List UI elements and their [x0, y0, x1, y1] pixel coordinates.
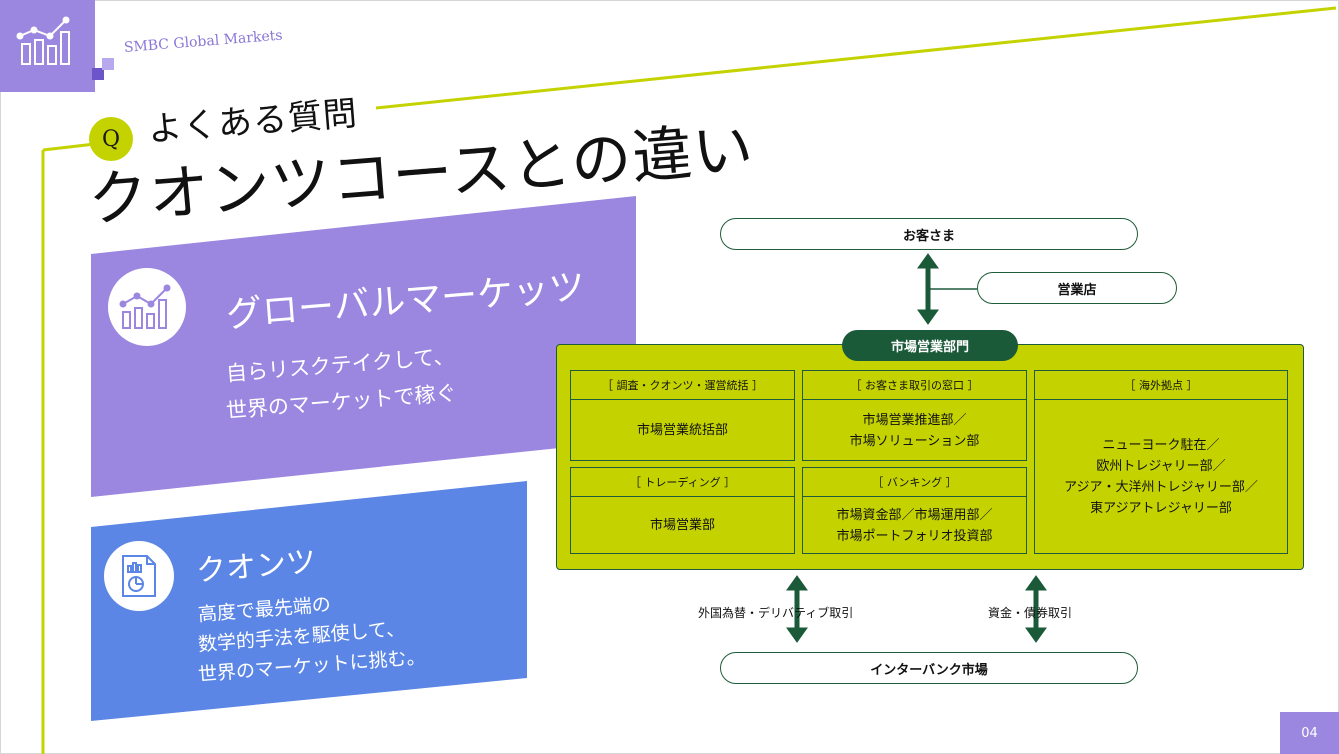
q-badge: Q — [89, 117, 133, 161]
fx-arrow — [786, 575, 808, 643]
cell-line: 市場資金部／市場運用部／ — [836, 507, 993, 523]
cell-head: ［ お客さま取引の窓口 ］ — [803, 371, 1026, 400]
branch-pill: 営業店 — [977, 272, 1177, 304]
lime-top-line — [375, 6, 1337, 110]
report-document-icon — [104, 541, 174, 611]
report-document-graphic — [122, 555, 156, 597]
cell-line: 市場ポートフォリオ投資部 — [836, 528, 993, 544]
cell-body: 市場営業統括部 — [571, 400, 794, 461]
cell-trading: ［ トレーディング ］ 市場営業部 — [570, 467, 795, 554]
cell-line: 市場営業部 — [649, 518, 715, 533]
cell-body: 市場営業推進部／ 市場ソリューション部 — [803, 400, 1026, 461]
cell-customer-window: ［ お客さま取引の窓口 ］ 市場営業推進部／ 市場ソリューション部 — [802, 370, 1027, 461]
growth-chart-icon — [108, 268, 186, 346]
cell-body: 市場資金部／市場運用部／ 市場ポートフォリオ投資部 — [803, 497, 1026, 554]
division-label: 市場営業部門 — [842, 330, 1018, 361]
quants-panel — [91, 481, 527, 721]
corner-chart-icon — [16, 16, 70, 65]
cell-head: ［ 海外拠点 ］ — [1035, 371, 1287, 400]
fx-label: 外国為替・デリバティブ取引 — [698, 606, 854, 620]
cell-overseas: ［ 海外拠点 ］ ニューヨーク駐在／ 欧州トレジャリー部／ アジア・大洋州トレジ… — [1034, 370, 1288, 554]
cell-line: 市場営業推進部／ — [862, 412, 967, 428]
lime-left-line — [42, 142, 96, 152]
cell-head: ［ バンキング ］ — [803, 468, 1026, 497]
cell-line: ニューヨーク駐在／ — [1102, 438, 1220, 453]
cell-line: 市場営業統括部 — [636, 423, 728, 438]
cell-body: 市場営業部 — [571, 497, 794, 554]
cell-line: 欧州トレジャリー部／ — [1096, 459, 1226, 474]
cell-body: ニューヨーク駐在／ 欧州トレジャリー部／ アジア・大洋州トレジャリー部／ 東アジ… — [1035, 400, 1287, 554]
bond-arrow — [1025, 575, 1047, 643]
cell-research: ［ 調査・クオンツ・運営統括 ］ 市場営業統括部 — [570, 370, 795, 461]
growth-chart-graphic — [119, 284, 171, 329]
cell-banking: ［ バンキング ］ 市場資金部／市場運用部／ 市場ポートフォリオ投資部 — [802, 467, 1027, 554]
cell-head: ［ トレーディング ］ — [571, 468, 794, 497]
interbank-pill: インターバンク市場 — [720, 652, 1138, 684]
customer-pill: お客さま — [720, 218, 1138, 250]
cell-head: ［ 調査・クオンツ・運営統括 ］ — [571, 371, 794, 400]
bond-label: 資金・債券取引 — [988, 606, 1073, 620]
brand-square-light — [102, 58, 114, 70]
page-number: 04 — [1280, 712, 1339, 754]
global-markets-panel — [91, 196, 636, 497]
brand-square-dark — [92, 68, 104, 80]
customer-division-arrow — [917, 253, 939, 325]
cell-line: アジア・大洋州トレジャリー部／ — [1064, 480, 1258, 495]
cell-line: 東アジアトレジャリー部 — [1090, 501, 1232, 516]
cell-line: 市場ソリューション部 — [849, 433, 980, 449]
